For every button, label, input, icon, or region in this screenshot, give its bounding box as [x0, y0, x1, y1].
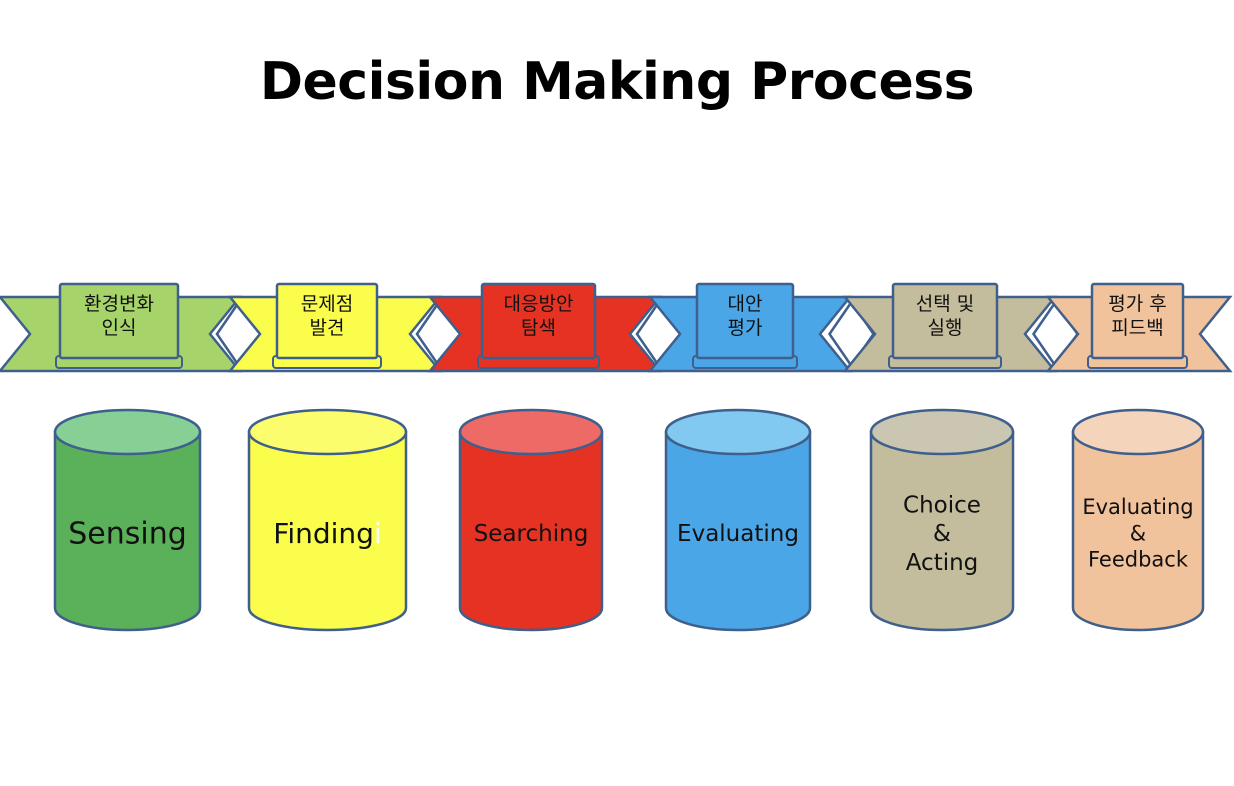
ribbon-label: 환경변화: [84, 293, 154, 315]
cylinder-body: [1071, 430, 1205, 632]
ribbon-label: 대안: [728, 293, 763, 315]
stage-cylinder-2: Findingi: [247, 408, 408, 632]
cylinder-row: Sensing Findingi Searching Evaluating Choice…: [53, 408, 1205, 632]
stage-cylinder-6: Evaluating& Feedback: [1071, 408, 1205, 632]
ribbon-tab: [1090, 282, 1185, 360]
ribbon-label: 평가: [728, 317, 763, 339]
cylinder-label: Evaluating: [1082, 495, 1193, 519]
ribbon-tab: [891, 282, 999, 360]
cylinder-top: [53, 408, 202, 456]
cylinder-label: Acting: [906, 550, 979, 576]
ribbon-label: 선택 및: [916, 293, 974, 315]
cylinder-body: [869, 430, 1015, 632]
cylinder-label: Sensing: [68, 517, 187, 552]
stage-cylinder-5: Choice & Acting: [869, 408, 1015, 632]
cylinder-body: [53, 430, 202, 632]
ribbon-label: 실행: [928, 317, 963, 339]
ribbon-label: 대응방안: [504, 293, 574, 315]
ribbon-label: 인식: [102, 317, 137, 339]
ribbon-label: 발견: [310, 317, 345, 339]
ribbon-tab: [58, 282, 180, 360]
ribbon-tab: [275, 282, 379, 360]
cylinder-label: Choice: [903, 492, 981, 518]
stage-cylinder-3: Searching: [458, 408, 604, 632]
cylinder-label: Searching: [474, 521, 589, 547]
cylinder-body: [664, 430, 812, 632]
cylinder-label: Evaluating: [677, 521, 799, 547]
cylinder-top: [869, 408, 1015, 456]
cylinder-top: [458, 408, 604, 456]
cylinder-label: Findingi: [273, 517, 381, 550]
cylinder-label: Feedback: [1088, 548, 1189, 572]
cylinder-label: &: [1130, 521, 1146, 545]
cylinder-top: [247, 408, 408, 456]
cylinder-top: [664, 408, 812, 456]
stage-cylinder-1: Sensing: [53, 408, 202, 632]
ribbon-tab: [695, 282, 795, 360]
stage-ribbon-5: 선택 및실행: [842, 282, 1058, 373]
ribbon-label: 문제점: [301, 293, 353, 315]
cylinder-label: &: [933, 521, 951, 547]
ribbon-label: 피드백: [1111, 317, 1163, 339]
ribbon-label: 평가 후: [1108, 293, 1166, 315]
cylinder-body: [458, 430, 604, 632]
stage-cylinder-4: Evaluating: [664, 408, 812, 632]
extra-glyph: i: [374, 517, 382, 550]
ribbon-tab: [480, 282, 597, 360]
cylinder-body: [247, 430, 408, 632]
diagram-title: Decision Making Process: [259, 52, 975, 112]
ribbon-label: 탐색: [521, 317, 556, 339]
cylinder-top: [1071, 408, 1205, 456]
